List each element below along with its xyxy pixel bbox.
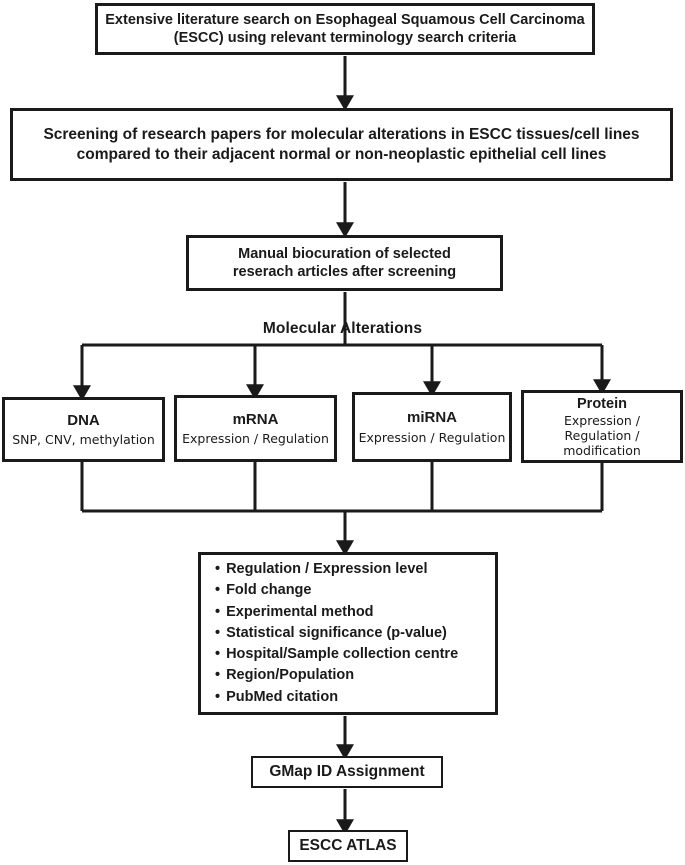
- protein-subtitle-line-1: Expression /: [563, 413, 641, 429]
- mirna-subtitle: Expression / Regulation: [358, 429, 506, 445]
- node-category-mirna: miRNA Expression / Regulation: [352, 392, 512, 462]
- node-literature-search: Extensive literature search on Esophagea…: [95, 3, 595, 55]
- node-category-dna: DNA SNP, CNV, methylation: [2, 397, 165, 462]
- screening-line-1: Screening of research papers for molecul…: [43, 126, 640, 144]
- literature-search-line-2: (ESCC) using relevant terminology search…: [173, 30, 517, 46]
- node-curated-attributes: Regulation / Expression level Fold chang…: [198, 552, 498, 715]
- node-escc-atlas: ESCC ATLAS: [288, 830, 408, 862]
- literature-search-line-1: Extensive literature search on Esophagea…: [105, 11, 585, 28]
- node-category-protein: Protein Expression / Regulation / modifi…: [521, 390, 683, 463]
- mirna-title: miRNA: [406, 409, 457, 427]
- list-item: Hospital/Sample collection centre: [215, 644, 458, 665]
- mrna-title: mRNA: [232, 410, 279, 428]
- node-manual-biocuration: Manual biocuration of selected reserach …: [186, 235, 503, 291]
- protein-title: Protein: [577, 395, 627, 412]
- screening-line-2: compared to their adjacent normal or non…: [76, 145, 607, 163]
- list-item: Statistical significance (p-value): [215, 623, 458, 644]
- gmap-label: GMap ID Assignment: [269, 763, 425, 781]
- escc-atlas-label: ESCC ATLAS: [299, 837, 397, 855]
- mrna-subtitle: Expression / Regulation: [182, 431, 329, 447]
- node-gmap-id-assignment: GMap ID Assignment: [251, 756, 443, 788]
- node-category-mrna: mRNA Expression / Regulation: [174, 395, 337, 462]
- dna-subtitle: SNP, CNV, methylation: [12, 432, 155, 448]
- list-item: PubMed citation: [215, 687, 458, 708]
- list-item: Fold change: [215, 580, 458, 601]
- dna-title: DNA: [67, 411, 100, 429]
- protein-subtitle-line-2: Regulation / modification: [563, 428, 641, 459]
- label-molecular-alterations: Molecular Alterations: [262, 320, 423, 337]
- list-item: Region/Population: [215, 665, 458, 686]
- list-item: Experimental method: [215, 602, 458, 623]
- node-screening: Screening of research papers for molecul…: [10, 108, 673, 181]
- list-item: Regulation / Expression level: [215, 559, 458, 580]
- biocuration-line-1: Manual biocuration of selected: [238, 245, 451, 262]
- attributes-list: Regulation / Expression level Fold chang…: [215, 559, 458, 708]
- biocuration-line-2: reserach articles after screening: [232, 264, 457, 280]
